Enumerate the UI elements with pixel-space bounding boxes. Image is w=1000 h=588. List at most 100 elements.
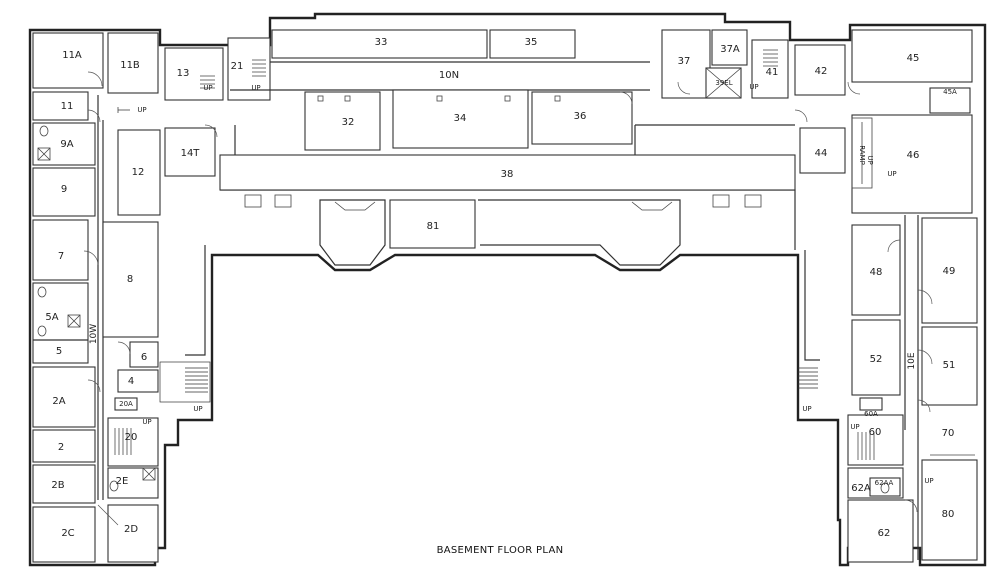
label-2C: 2C <box>61 528 74 539</box>
label-49: 49 <box>943 266 956 277</box>
label-14T: 14T <box>181 148 201 159</box>
label-21: 21 <box>231 61 244 72</box>
label-4: 4 <box>128 376 134 387</box>
stair-west <box>159 361 211 403</box>
room-34 <box>392 89 529 149</box>
room-51 <box>921 326 978 406</box>
label-9A: 9A <box>60 139 73 150</box>
label-41: 41 <box>766 67 779 78</box>
room-2A <box>32 366 96 428</box>
label-80: 80 <box>942 509 955 520</box>
stair-up-labels: UP UP UP UP UP UP UP UP UP UP RAMP UP <box>137 83 933 485</box>
label-12: 12 <box>132 167 145 178</box>
room-2B <box>32 464 96 504</box>
room-2 <box>32 429 96 463</box>
room-36 <box>531 91 633 145</box>
room-6 <box>129 341 159 368</box>
label-52: 52 <box>870 354 883 365</box>
label-34: 34 <box>454 113 467 124</box>
room-81 <box>389 199 476 249</box>
label-2: 2 <box>58 442 64 453</box>
room-49 <box>921 217 978 324</box>
up-label-11: UP <box>137 106 146 114</box>
room-33 <box>271 29 488 59</box>
room-37 <box>661 29 711 99</box>
room-52 <box>851 319 901 396</box>
room-44 <box>799 127 846 174</box>
room-32 <box>304 91 381 151</box>
plan-caption: BASEMENT FLOOR PLAN <box>437 545 564 556</box>
room-7 <box>32 219 89 281</box>
room-4 <box>117 369 159 393</box>
label-62A: 62A <box>851 483 871 494</box>
stair-20 <box>114 428 132 455</box>
label-60A: 60A <box>864 410 878 418</box>
room-62AA <box>869 477 901 497</box>
room-60 <box>847 414 904 466</box>
label-81: 81 <box>427 221 440 232</box>
room-37A <box>711 29 748 66</box>
label-62AA: 62AA <box>875 479 894 487</box>
room-14T <box>164 127 216 177</box>
label-39EL: 39EL <box>715 79 732 87</box>
label-5A: 5A <box>45 312 58 323</box>
label-70: 70 <box>942 428 955 439</box>
up-label-80: UP <box>924 477 933 485</box>
label-11B: 11B <box>120 60 140 71</box>
label-8: 8 <box>127 274 133 285</box>
room-60A <box>859 397 883 411</box>
label-51: 51 <box>943 360 956 371</box>
ramp-up-label: UP <box>866 155 874 164</box>
up-label-46: UP <box>887 170 896 178</box>
label-45A: 45A <box>943 88 957 96</box>
up-label-60: UP <box>850 423 859 431</box>
label-9: 9 <box>61 184 67 195</box>
label-2D: 2D <box>124 524 138 535</box>
label-10W: 10W <box>89 324 99 344</box>
label-37: 37 <box>678 56 691 67</box>
room-13 <box>164 47 224 101</box>
room-11 <box>32 91 89 121</box>
label-35: 35 <box>525 37 538 48</box>
stair-13 <box>200 75 215 89</box>
room-45 <box>851 29 973 83</box>
label-5: 5 <box>56 346 62 357</box>
label-37A: 37A <box>720 44 740 55</box>
label-48: 48 <box>870 267 883 278</box>
room-11B <box>107 32 159 94</box>
label-62: 62 <box>878 528 891 539</box>
up-label-east: UP <box>802 405 811 413</box>
room-2D <box>107 504 159 563</box>
label-11A: 11A <box>62 50 82 61</box>
room-62 <box>847 499 914 563</box>
room-9 <box>32 167 96 217</box>
room-9A <box>32 122 96 166</box>
room-labels: 11A 11B 13 21 33 35 10N 37 37A 39EL 41 4… <box>45 37 957 539</box>
room-45A <box>929 87 971 114</box>
left-wing <box>32 32 161 563</box>
label-2E: 2E <box>116 476 129 487</box>
label-60: 60 <box>869 427 882 438</box>
stair-east <box>798 367 818 389</box>
room-42 <box>794 44 846 96</box>
label-42: 42 <box>815 66 828 77</box>
label-36: 36 <box>574 111 587 122</box>
up-label-41: UP <box>749 83 758 91</box>
room-38 <box>219 154 796 191</box>
label-20: 20 <box>125 432 138 443</box>
label-38: 38 <box>501 169 514 180</box>
label-45: 45 <box>907 53 920 64</box>
room-8 <box>102 221 159 338</box>
room-80 <box>921 459 978 561</box>
label-20A: 20A <box>119 400 133 408</box>
label-2B: 2B <box>51 480 64 491</box>
label-10N: 10N <box>439 70 459 81</box>
east-wing <box>798 215 978 563</box>
label-6: 6 <box>141 352 147 363</box>
stair-21 <box>252 59 266 77</box>
room-11A <box>32 32 104 89</box>
up-label-13: UP <box>203 84 212 92</box>
label-2A: 2A <box>52 396 65 407</box>
up-label-20: UP <box>142 418 151 426</box>
